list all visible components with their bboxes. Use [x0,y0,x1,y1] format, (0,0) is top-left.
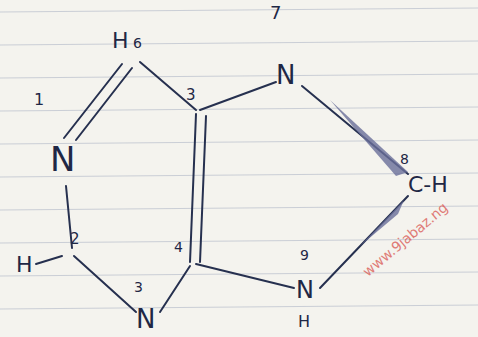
atom-symbol: H [16,254,33,276]
atom-symbol: C-H [408,174,448,196]
atom-symbol: N [136,306,155,332]
position-number: 8 [400,152,409,166]
position-number: 4 [174,240,183,254]
position-number: 1 [34,92,44,108]
position-number: 9 [300,248,309,262]
position-number: 2 [70,232,80,247]
atom-symbol: N [276,62,295,88]
atom-symbol: N [296,278,314,302]
position-number: 7 [270,4,281,22]
position-number: 3 [186,88,196,103]
position-number: 3 [134,280,143,294]
atom-symbol: H [298,314,310,330]
atom-symbol: H [112,30,129,52]
position-number: 6 [133,36,142,50]
atom-symbol: N [50,142,75,176]
